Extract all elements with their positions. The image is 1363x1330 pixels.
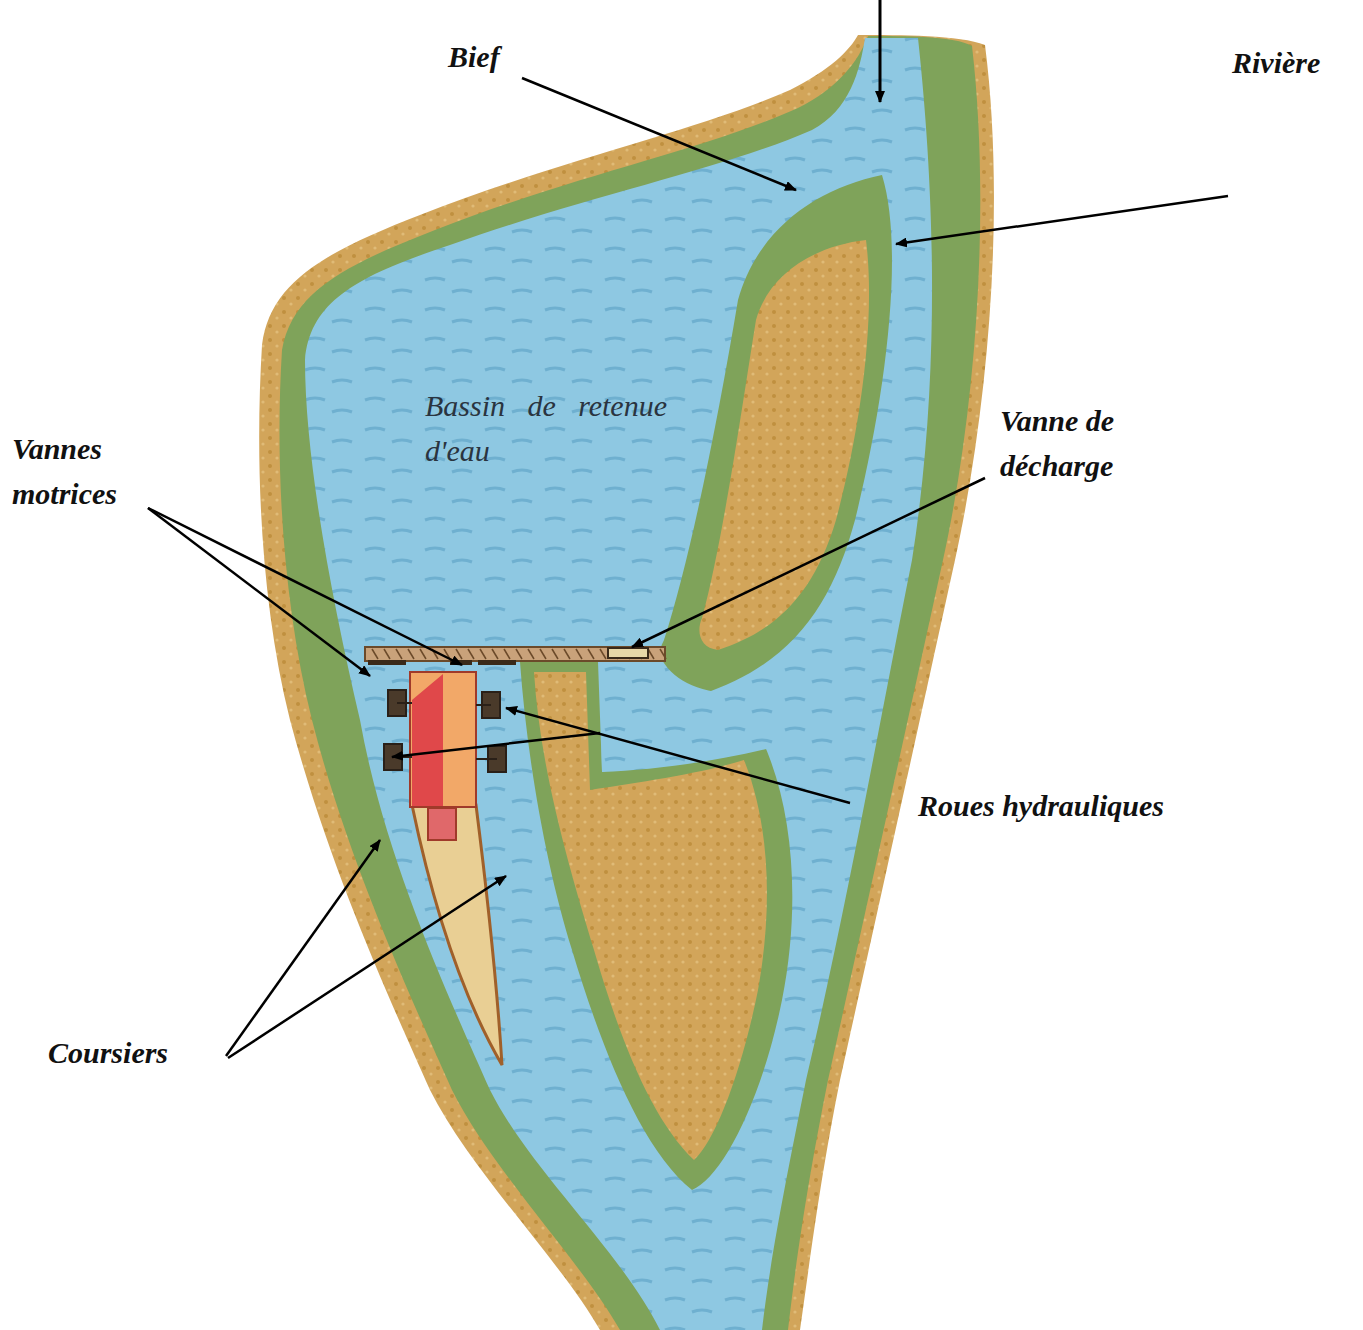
label-vanne-decharge: Vanne de décharge [1000, 398, 1165, 488]
water-wheels [384, 690, 506, 772]
label-vannes-motrices: Vannes motrices [12, 426, 162, 516]
hatch-stroke [564, 649, 570, 659]
label-riviere: Rivière [1232, 40, 1320, 85]
hatch-stroke [600, 649, 606, 659]
hatch-stroke [660, 649, 666, 659]
mill-annex [428, 808, 456, 840]
hatch-stroke [504, 649, 510, 659]
driving-gate [478, 660, 516, 665]
hatch-stroke [456, 649, 462, 659]
discharge-channel [600, 660, 800, 772]
hatch-stroke [576, 649, 582, 659]
label-bassin: Bassin de retenue d'eau [425, 383, 667, 473]
hatch-stroke [480, 649, 486, 659]
flow-arrow [879, 0, 882, 102]
grass-band [280, 36, 981, 1330]
hatch-stroke [384, 649, 390, 659]
mill-roof [412, 674, 443, 806]
label-bief: Bief [448, 34, 500, 79]
hatch-stroke [528, 649, 534, 659]
hatch-stroke [540, 649, 546, 659]
dam [365, 647, 665, 661]
hatch-stroke [420, 649, 426, 659]
island-ground [699, 240, 869, 650]
hatch-stroke [492, 649, 498, 659]
dam-hatching [372, 649, 666, 659]
leader-lines [148, 78, 1228, 1058]
hatch-stroke [468, 649, 474, 659]
water-body [305, 38, 932, 1330]
mill-building [410, 672, 476, 807]
driving-gate [368, 660, 406, 665]
discharge-gate [608, 648, 648, 658]
river-bank-ground [259, 35, 994, 1330]
hatch-stroke [516, 649, 522, 659]
mill-tail-island [412, 805, 502, 1065]
label-coursiers: Coursiers [48, 1030, 168, 1075]
hatch-stroke [552, 649, 558, 659]
label-roues: Roues hydrauliques [918, 783, 1164, 828]
hatch-stroke [372, 649, 378, 659]
hatch-stroke [396, 649, 402, 659]
hatch-stroke [588, 649, 594, 659]
hatch-stroke [408, 649, 414, 659]
